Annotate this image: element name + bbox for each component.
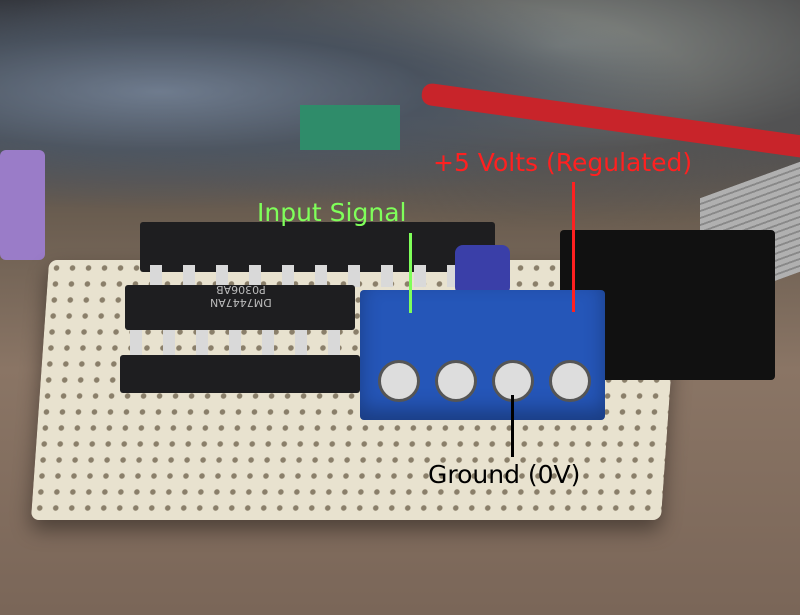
screw-terminal-block	[360, 290, 605, 420]
chip-pins	[130, 328, 350, 358]
capacitor	[455, 245, 510, 295]
chip-pins	[150, 265, 490, 287]
screw-terminal-1	[378, 360, 420, 402]
chip-marking-line2: P0306AB	[216, 283, 266, 296]
green-component	[300, 105, 400, 150]
input-signal-label: Input Signal	[257, 198, 407, 227]
ground-label: Ground (0V)	[428, 460, 581, 489]
ic-chip-large	[140, 222, 495, 272]
chip-marking-line1: DM7447AN	[210, 296, 272, 309]
screw-terminal-2	[435, 360, 477, 402]
ground-pointer	[511, 395, 514, 457]
plus5v-pointer	[572, 182, 575, 312]
usb-device	[0, 150, 45, 260]
background-clutter	[0, 0, 800, 230]
screw-terminal-4	[549, 360, 591, 402]
plus5v-label: +5 Volts (Regulated)	[433, 148, 693, 177]
input-signal-pointer	[409, 233, 412, 313]
ic-socket	[120, 355, 360, 393]
ic-chip-small	[125, 285, 355, 330]
